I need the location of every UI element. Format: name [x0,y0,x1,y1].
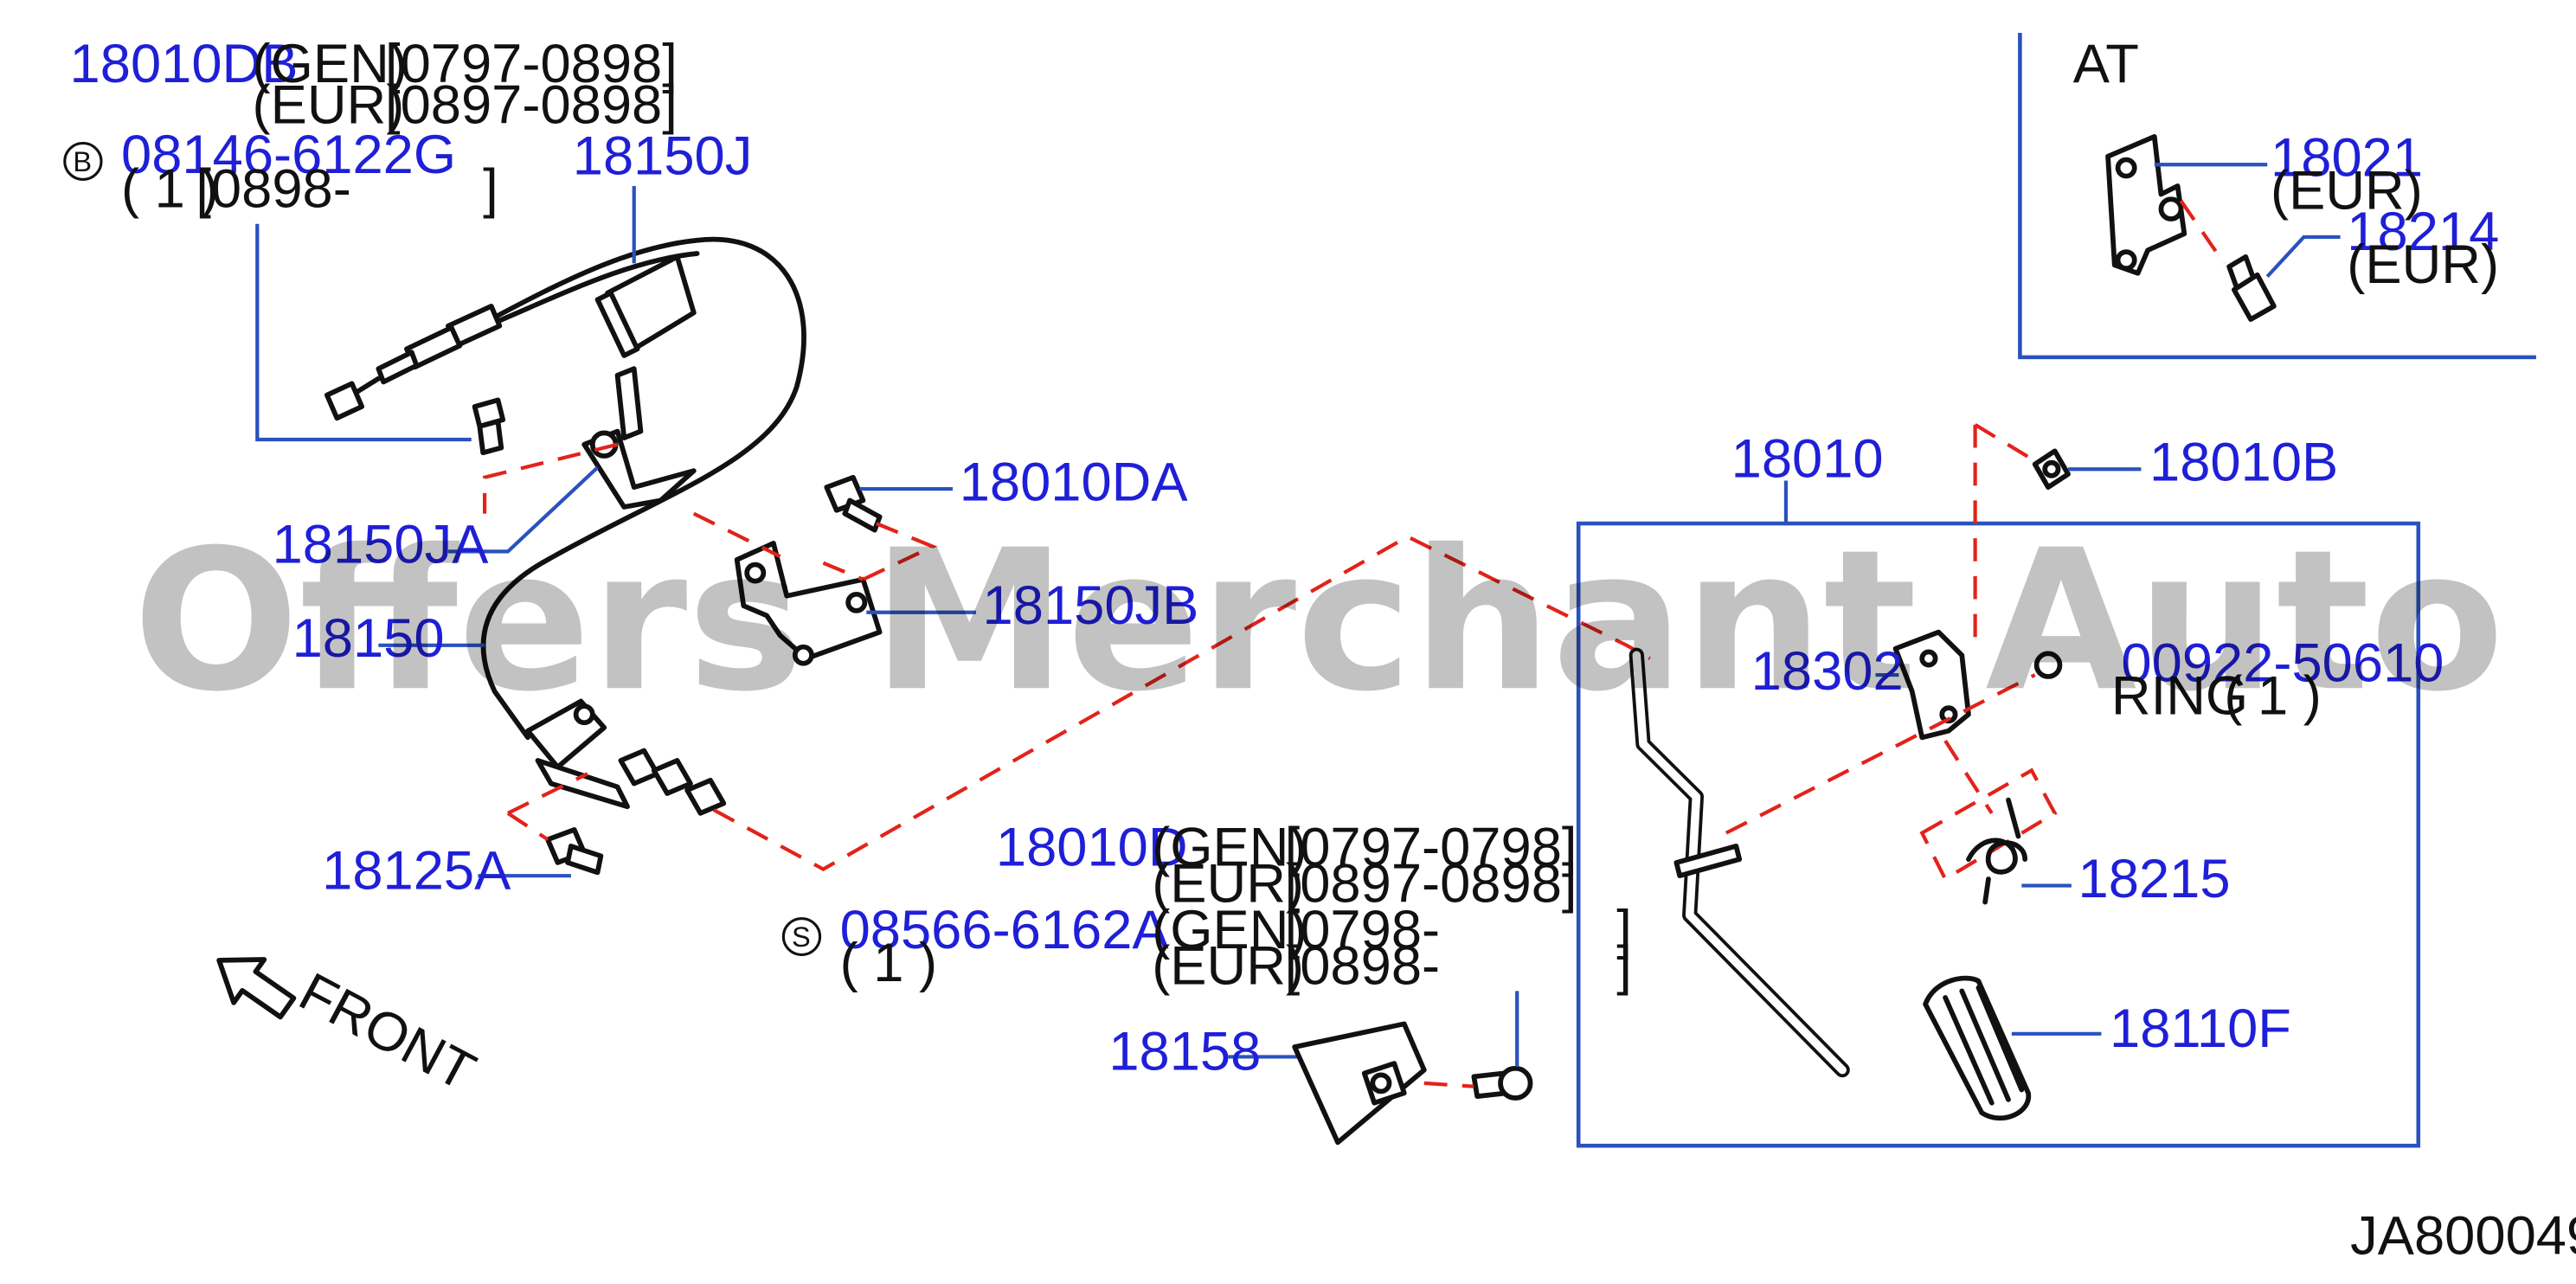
watermark: Offers Merchant Auto Parts Catalog PARTS… [132,509,2576,735]
label-18010DB[interactable]: 18010DB [70,34,299,94]
pedal-pad-icon [1923,975,2031,1121]
label-18214[interactable]: 18214 [2347,202,2499,262]
cable-icon [480,236,806,741]
at-bracket-icon [2105,134,2187,276]
label-18150J[interactable]: 18150J [573,126,753,187]
pedal-bracket-icon [1892,629,1971,741]
front-label: FRONT [290,961,485,1102]
label-ring-part[interactable]: 00922-50610 [2121,633,2444,694]
cable-end-fitting-icon [324,304,503,421]
screw-icon-18158 [1471,1065,1533,1101]
throttle-linkage-icon [525,698,727,816]
cable-holder-clip-icon [594,254,697,358]
bolt-icon-upper [472,397,506,456]
bolt-symbol-circle [63,142,103,181]
at-bolt-icon [2226,254,2277,322]
label-18010D[interactable]: 18010D [996,818,1188,878]
bolt-range-open: [0898- [196,159,350,220]
screw-range-2: [0898- [1285,936,1440,997]
screw-market-1: (GEN) [1152,900,1307,960]
top-left-range-1: [0797-0898] [385,34,678,94]
leaders-left [378,185,1312,1059]
spring-icon [1966,797,2028,905]
label-18021-note: (EUR) [2271,161,2423,221]
ring-qty: ( 1 ) [2224,666,2322,727]
top-left-range-2: [0897-0898] [385,75,678,136]
label-18158[interactable]: 18158 [1108,1022,1261,1082]
label-18150JA[interactable]: 18150JA [273,515,489,575]
top-left-market-2: (EUR) [253,75,405,136]
label-18010[interactable]: 18010 [1731,429,1884,490]
label-18010DA[interactable]: 18010DA [960,453,1188,513]
accelerator-cable-assembly [324,236,883,876]
bolt-icon-18125A [545,827,604,876]
bolt-qty: ( 1 ) [121,159,219,220]
at-inset: AT 18021 (EUR) 18214 (EUR) [2018,33,2536,360]
top-left-market-1: (GEN) [253,34,408,94]
ring-name: RING [2111,666,2248,727]
inset-title: AT [2073,34,2139,94]
label-18021[interactable]: 18021 [2271,128,2423,189]
label-18010B[interactable]: 18010B [2149,433,2338,493]
label-18110F[interactable]: 18110F [2110,998,2291,1059]
stopper-18158-icon [1292,1021,1427,1146]
label-18215[interactable]: 18215 [2078,849,2231,909]
pedal-arm-icon [1628,647,1850,1078]
bolt-icon-18010DA [824,474,883,533]
label-screw-part[interactable]: 08566-6162A [840,900,1169,960]
screw-symbol: S [792,921,811,953]
screw-qty: ( 1 ) [840,933,938,993]
diagram-code: JA800049 [2350,1206,2576,1267]
pedal-assembly: 18010 18010B 18215 [1576,423,2444,1148]
bolt-range-close: ] [483,159,498,220]
label-18150[interactable]: 18150 [292,608,445,669]
top-left-notes: 18010DB (GEN) [0797-0898] (EUR) [0897-08… [63,34,678,220]
lower-clip-18150JA-icon [581,366,697,510]
mid-market-2: (EUR) [1152,854,1304,915]
label-18125A[interactable]: 18125A [322,841,511,902]
label-18150JB[interactable]: 18150JB [983,575,1199,636]
screw-close-1: ] [1616,900,1632,960]
mid-notes: 18010D (GEN) [0797-0798] (EUR) [0897-089… [781,818,1632,997]
front-arrow-icon [216,957,297,1020]
screw-symbol-circle [781,917,822,957]
label-18214-note: (EUR) [2347,234,2499,295]
label-bolt-part[interactable]: 08146-6122G [121,125,456,185]
screw-market-2: (EUR) [1152,936,1304,997]
mid-market-1: (GEN) [1152,818,1307,878]
label-18302[interactable]: 18302 [1751,641,1904,702]
nut-icon-18010B [2032,448,2071,491]
bracket-18150JB-icon [734,540,883,666]
mid-range-2: [0897-0898] [1285,854,1577,915]
screw-close-2: ] [1616,936,1632,997]
screw-range-1: [0798- [1285,900,1440,960]
bolt-symbol: B [73,146,92,177]
mid-range-1: [0797-0798] [1285,818,1577,878]
ring-icon [2033,651,2063,679]
